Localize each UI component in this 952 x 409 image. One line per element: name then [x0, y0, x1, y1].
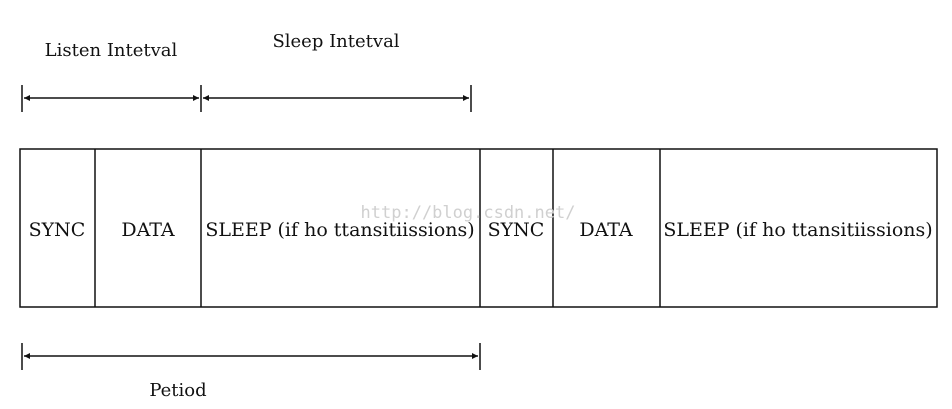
frame-timeline: SYNC DATA SLEEP (if ho ttansitiissions) … [19, 148, 938, 308]
cell-data-1: DATA [121, 219, 175, 241]
cell-sync-2: SYNC [488, 219, 545, 241]
cell-sleep-1: SLEEP (if ho ttansitiissions) [205, 219, 474, 241]
watermark: http://blog.csdn.net/ [361, 203, 576, 223]
listen-interval-label: Listen Intetval [45, 40, 178, 61]
cell-sync-1: SYNC [29, 219, 86, 241]
cell-data-2: DATA [579, 219, 633, 241]
period-arrow [21, 343, 481, 370]
sleep-interval-label: Sleep Intetval [272, 31, 399, 52]
listen-interval-arrow [21, 85, 202, 112]
cell-sleep-2: SLEEP (if ho ttansitiissions) [663, 219, 932, 241]
sleep-interval-arrow [203, 85, 472, 112]
period-label: Petiod [149, 380, 206, 401]
